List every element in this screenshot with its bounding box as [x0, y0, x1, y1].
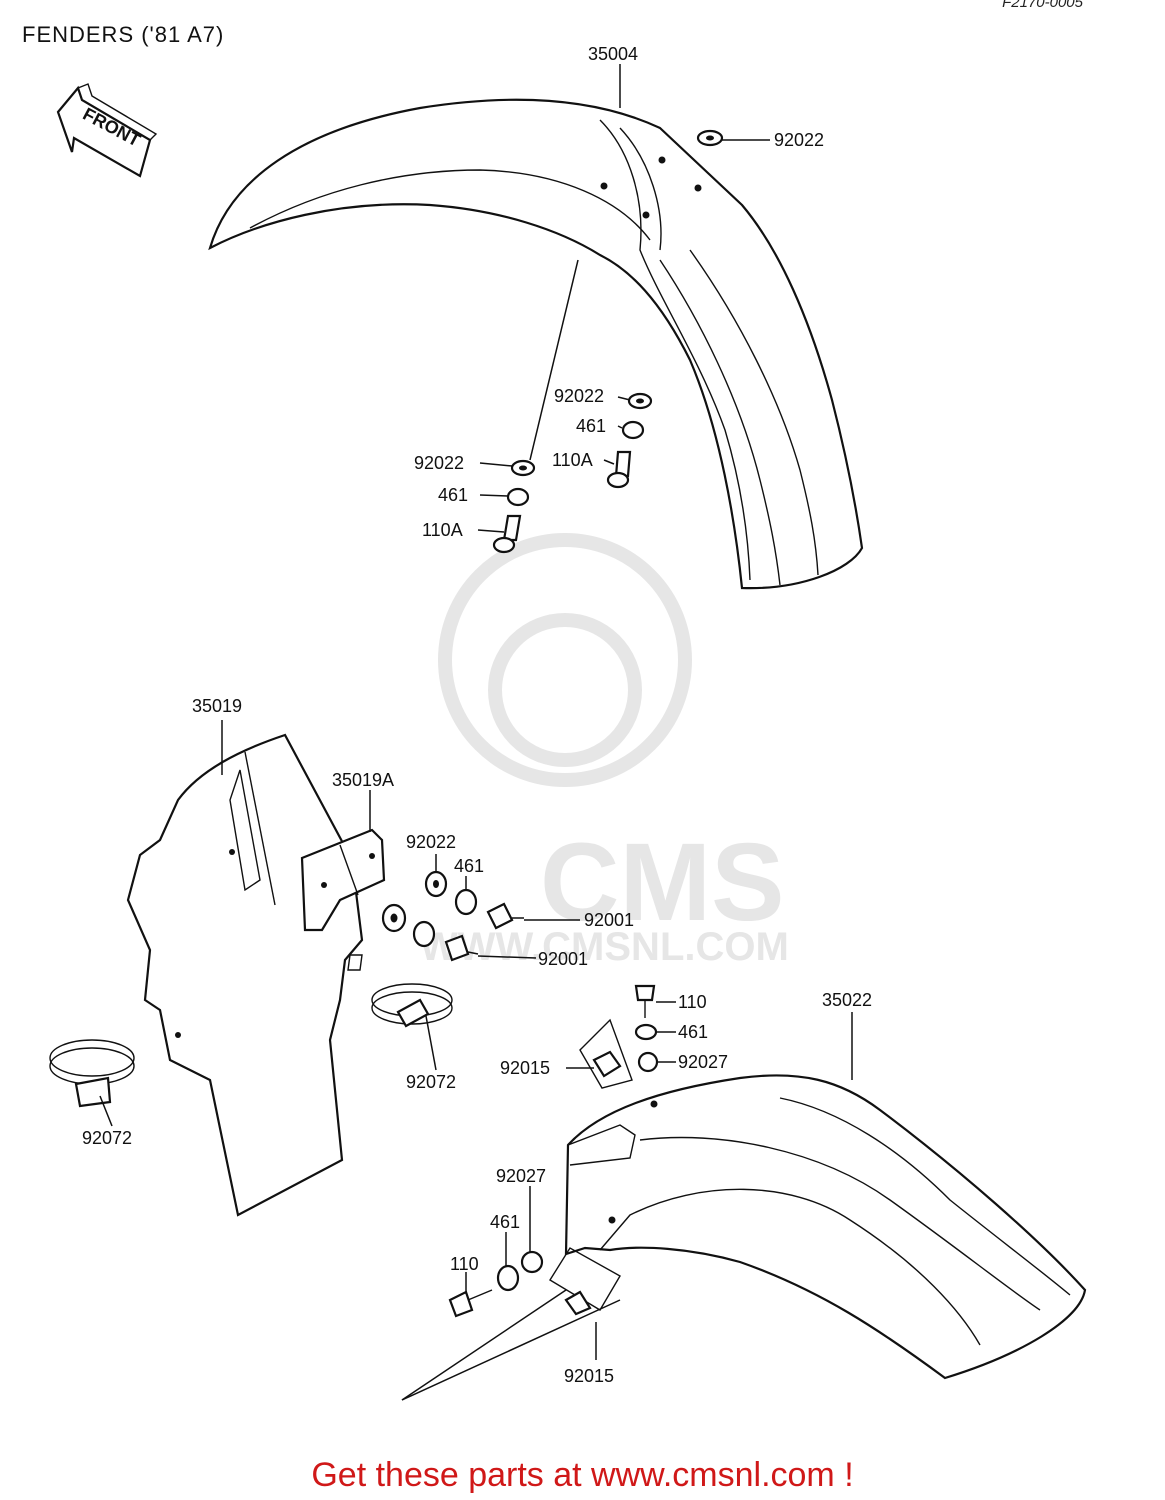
flap-bracket-35019A	[300, 828, 386, 932]
callout-110A-right: 110A	[552, 450, 593, 470]
reference-code: F2170-0005	[1002, 0, 1083, 11]
leader-lines	[99, 64, 853, 1360]
mud-flap-35019	[126, 733, 364, 1217]
callout-92022-right: 92022	[554, 386, 604, 406]
callout-92022-left: 92022	[414, 453, 464, 473]
watermark-brand: CMS	[540, 821, 784, 944]
watermark: CMS WWW.CMSNL.COM	[420, 533, 789, 969]
callout-92022-front-top: 92022	[774, 130, 824, 150]
callout-461-flap: 461	[454, 856, 484, 876]
band-92072-left	[49, 1039, 135, 1108]
rear-fender-hardware	[401, 984, 659, 1401]
rear-fender-35022	[564, 1074, 1087, 1380]
callout-35004: 35004	[588, 44, 638, 64]
front-fender-hardware	[492, 129, 724, 554]
callout-92001-b: 92001	[538, 949, 588, 969]
watermark-url: WWW.CMSNL.COM	[420, 925, 789, 969]
front-fender-35004	[208, 98, 864, 590]
callout-92001-a: 92001	[584, 910, 634, 930]
callout-labels: 35004 92022 92022 461 110A 92022 461 110…	[82, 44, 872, 1386]
callout-461-rear-top: 461	[678, 1022, 708, 1042]
callout-92027-top: 92027	[678, 1052, 728, 1072]
callout-92015-bottom: 92015	[564, 1366, 614, 1386]
callout-110A-left: 110A	[422, 520, 463, 540]
callout-92072-mid: 92072	[406, 1072, 456, 1092]
band-92072-mid	[371, 983, 453, 1028]
callout-461-left: 461	[438, 485, 468, 505]
callout-110-top: 110	[678, 992, 707, 1012]
flap-hardware	[381, 870, 524, 962]
callout-92072-left: 92072	[82, 1128, 132, 1148]
callout-35019: 35019	[192, 696, 242, 716]
page-title: FENDERS ('81 A7)	[22, 22, 225, 47]
callout-92015-top: 92015	[500, 1058, 550, 1078]
callout-35019A: 35019A	[332, 770, 394, 790]
callout-92022-flap: 92022	[406, 832, 456, 852]
footer-promo: Get these parts at www.cmsnl.com !	[311, 1456, 854, 1494]
callout-461-rear-bottom: 461	[490, 1212, 520, 1232]
callout-110-bottom: 110	[450, 1254, 479, 1274]
callout-92027-bottom: 92027	[496, 1166, 546, 1186]
front-arrow: FRONT	[56, 83, 158, 178]
callout-461-right: 461	[576, 416, 606, 436]
callout-35022: 35022	[822, 990, 872, 1010]
